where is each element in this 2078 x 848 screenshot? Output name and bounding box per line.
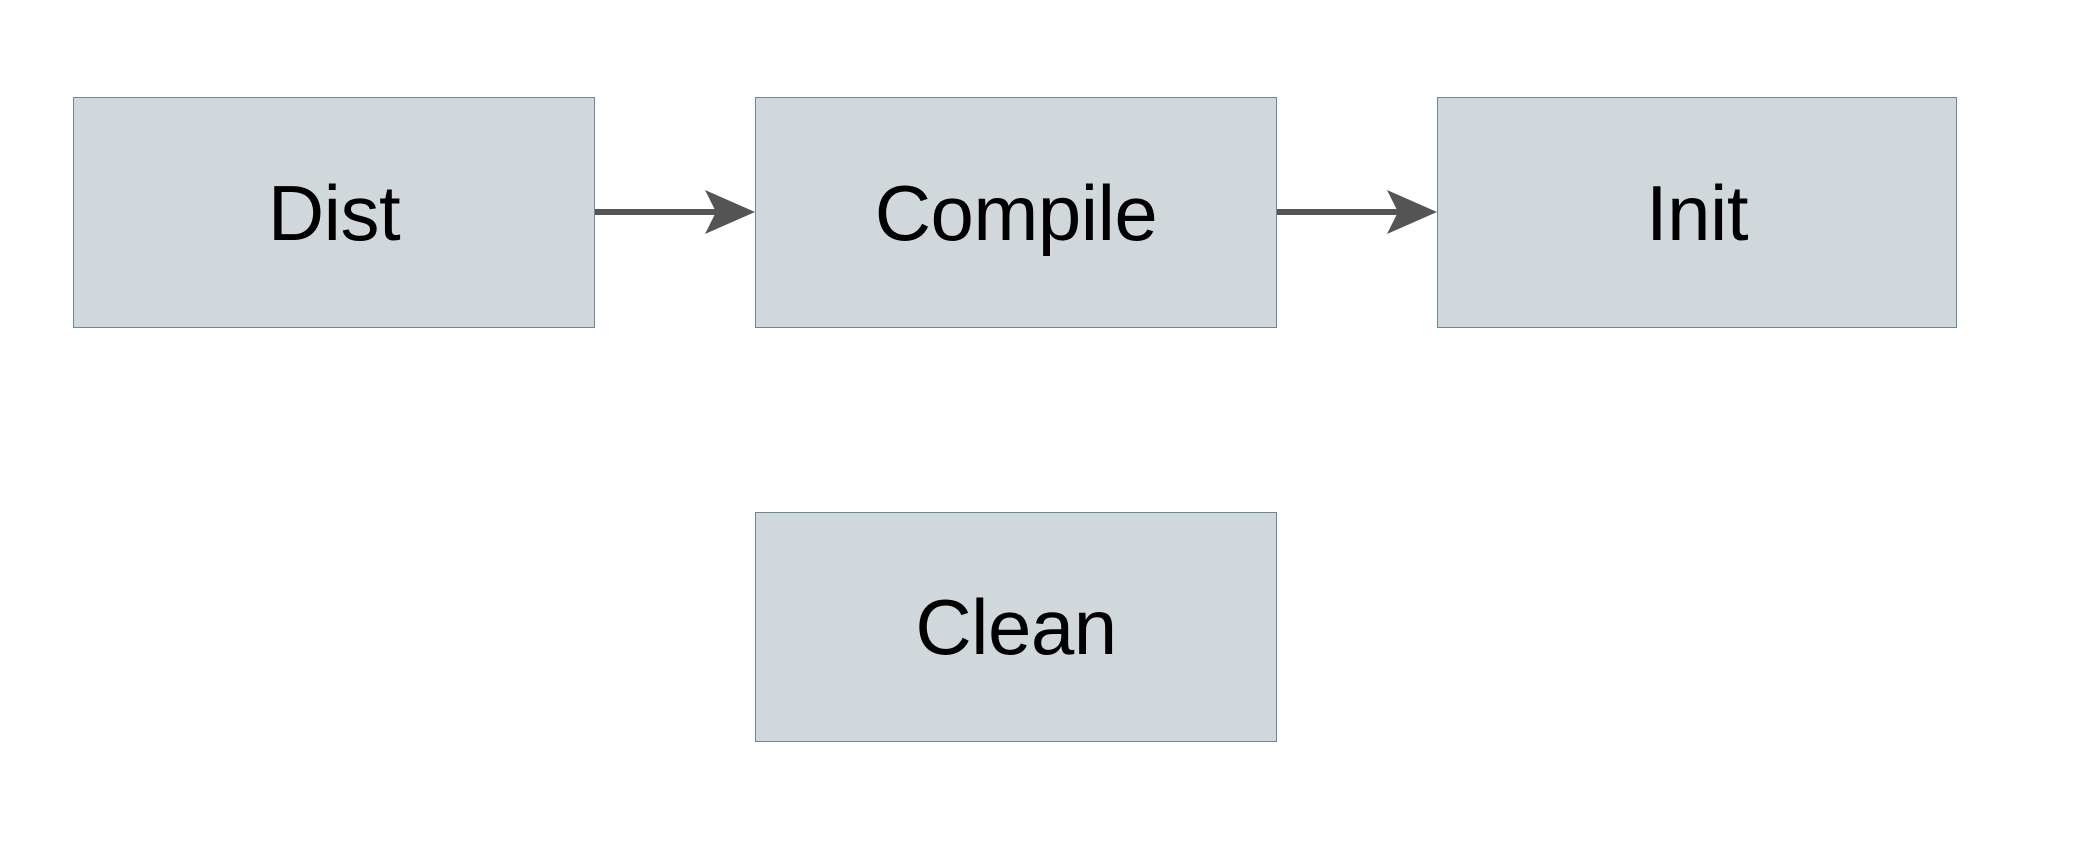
node-compile-label: Compile xyxy=(874,168,1158,257)
node-init[interactable]: Init xyxy=(1437,97,1957,328)
edge-dist-to-compile[interactable] xyxy=(595,190,755,234)
node-init-label: Init xyxy=(1645,168,1749,257)
edge-compile-to-init-arrowhead xyxy=(1387,190,1437,234)
node-clean[interactable]: Clean xyxy=(755,512,1277,742)
node-compile[interactable]: Compile xyxy=(755,97,1277,328)
edge-compile-to-init[interactable] xyxy=(1277,190,1437,234)
node-clean-label: Clean xyxy=(915,583,1117,671)
edge-dist-to-compile-arrowhead xyxy=(705,190,755,234)
node-dist-label: Dist xyxy=(267,168,401,257)
node-dist[interactable]: Dist xyxy=(73,97,595,328)
